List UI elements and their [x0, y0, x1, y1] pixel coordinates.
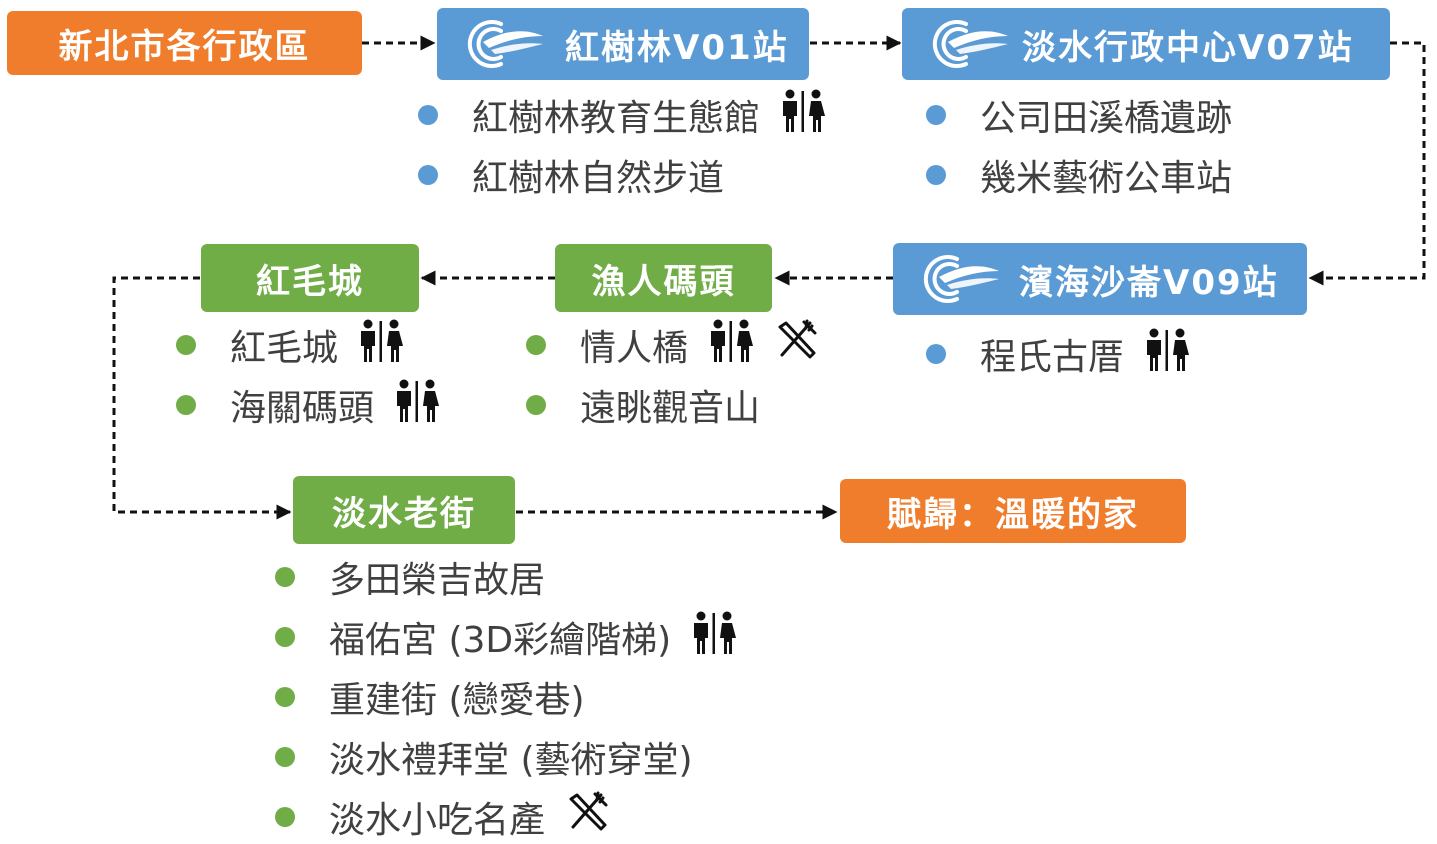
dining-icon: [774, 319, 818, 372]
attraction-item: 紅樹林自然步道: [418, 150, 724, 200]
attraction-item: 紅樹林教育生態館: [418, 89, 826, 142]
attraction-item: 淡水禮拜堂 (藝術穿堂): [275, 732, 693, 782]
restroom-icon: [691, 611, 737, 664]
bullet-dot: [526, 335, 546, 355]
stop-label: 漁人碼頭: [591, 261, 736, 302]
stop-label: 紅毛城: [256, 261, 364, 302]
dining-icon: [565, 791, 609, 844]
attraction-label: 紅毛城: [230, 328, 339, 369]
end-box: 賦歸：溫暖的家: [840, 479, 1186, 543]
attraction-label: 程氏古厝: [980, 337, 1125, 378]
restroom-icon: [708, 319, 754, 372]
station-label: 紅樹林V01站: [565, 28, 789, 68]
attraction-item: 公司田溪橋遺跡: [926, 90, 1232, 140]
bullet-dot: [926, 105, 946, 125]
attraction-label: 紅樹林教育生態館: [472, 98, 761, 139]
bullet-dot: [275, 627, 295, 647]
attraction-item: 遠眺觀音山: [526, 380, 760, 430]
attraction-label: 情人橋: [580, 328, 689, 369]
attraction-label: 紅樹林自然步道: [472, 158, 725, 199]
attraction-item: 淡水小吃名產: [275, 791, 609, 844]
attraction-label: 公司田溪橋遺跡: [980, 98, 1233, 139]
attraction-label: 重建街 (戀愛巷): [329, 680, 585, 721]
stop-box-old-street: 淡水老街: [293, 476, 515, 544]
restroom-icon: [780, 89, 826, 142]
attraction-label: 遠眺觀音山: [580, 388, 761, 429]
bullet-dot: [418, 105, 438, 125]
bullet-dot: [418, 165, 438, 185]
end-label: 賦歸：溫暖的家: [887, 494, 1139, 535]
bullet-dot: [275, 687, 295, 707]
start-label: 新北市各行政區: [58, 26, 311, 67]
attraction-label: 淡水小吃名產: [329, 800, 546, 841]
stop-box-fort-santo-domingo: 紅毛城: [201, 244, 419, 312]
restroom-icon: [394, 379, 440, 432]
attraction-item: 幾米藝術公車站: [926, 150, 1232, 200]
attraction-label: 福佑宮 (3D彩繪階梯): [329, 620, 672, 661]
bullet-dot: [275, 807, 295, 827]
bullet-dot: [275, 747, 295, 767]
stop-label: 淡水老街: [332, 493, 476, 534]
light-rail-logo-icon: [920, 16, 1012, 81]
attraction-item: 多田榮吉故居: [275, 552, 545, 602]
attraction-item: 海關碼頭: [176, 379, 440, 432]
start-box: 新北市各行政區: [7, 11, 362, 75]
attraction-label: 海關碼頭: [230, 388, 375, 429]
attraction-label: 淡水禮拜堂 (藝術穿堂): [329, 740, 693, 781]
bullet-dot: [176, 335, 196, 355]
restroom-icon: [1144, 328, 1190, 381]
bullet-dot: [926, 165, 946, 185]
arrow-fort-to-old-street: [112, 276, 292, 520]
attraction-item: 福佑宮 (3D彩繪階梯): [275, 611, 737, 664]
stop-box-fishermans-wharf: 漁人碼頭: [555, 244, 772, 312]
station-label: 濱海沙崙V09站: [1019, 263, 1279, 303]
light-rail-logo-icon: [911, 251, 1003, 316]
restroom-icon: [358, 319, 404, 372]
attraction-label: 幾米藝術公車站: [980, 158, 1233, 199]
arrow-tamsui-civic-to-shalun: [1308, 41, 1426, 286]
attraction-label: 多田榮吉故居: [329, 560, 546, 601]
station-box-shalun: 濱海沙崙V09站: [893, 243, 1307, 315]
station-box-tamsui-civic: 淡水行政中心V07站: [902, 8, 1390, 80]
station-label: 淡水行政中心V07站: [1022, 28, 1354, 68]
light-rail-logo-icon: [455, 16, 547, 81]
bullet-dot: [176, 395, 196, 415]
attraction-item: 程氏古厝: [926, 328, 1190, 381]
bullet-dot: [526, 395, 546, 415]
bullet-dot: [926, 344, 946, 364]
attraction-item: 情人橋: [526, 319, 818, 372]
bullet-dot: [275, 567, 295, 587]
attraction-item: 紅毛城: [176, 319, 404, 372]
attraction-item: 重建街 (戀愛巷): [275, 672, 585, 722]
station-box-hongshulin: 紅樹林V01站: [437, 8, 809, 80]
